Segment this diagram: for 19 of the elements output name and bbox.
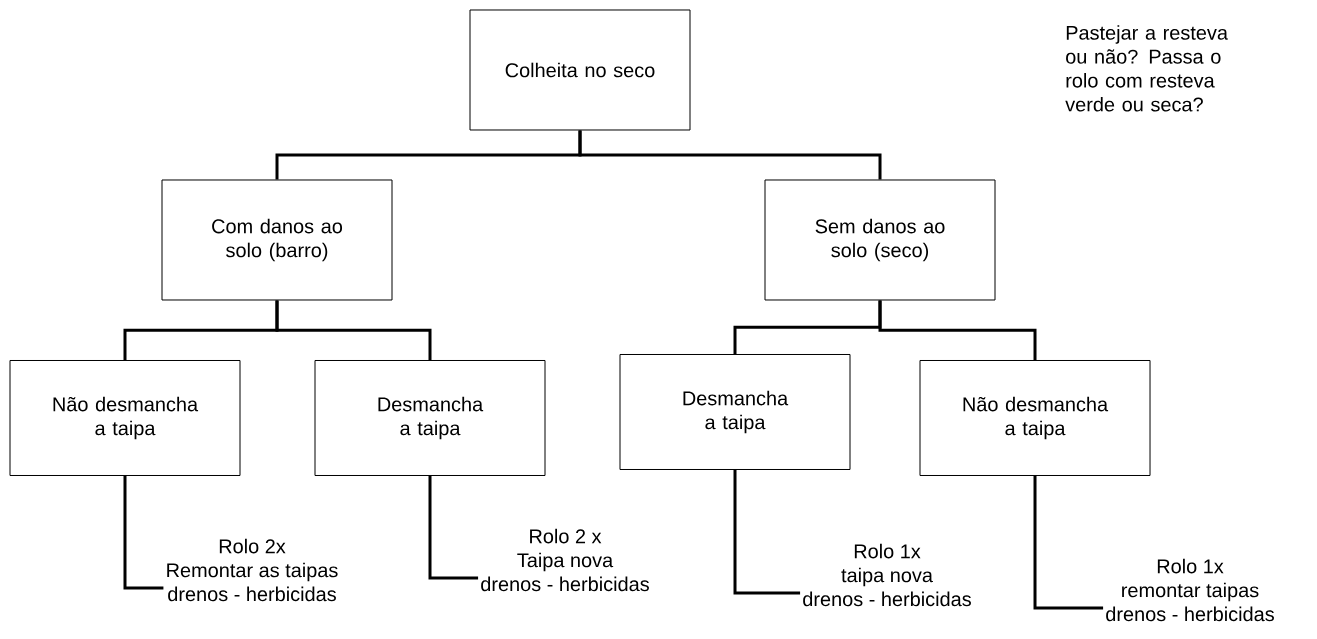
tree-connector xyxy=(275,300,432,360)
action-text: Rolo 1x remontar taipas drenos - herbicidas xyxy=(1106,558,1274,622)
process-box: Desmancha a taipa xyxy=(619,354,851,470)
process-box: Colheita no seco xyxy=(469,9,691,131)
tree-connector xyxy=(578,130,882,180)
connector-line xyxy=(733,470,801,595)
note-text: Pastejar a resteva ou não? Passa o rolo com resteva verde ou seca? xyxy=(1065,25,1228,112)
process-box: Não desmancha a taipa xyxy=(9,360,241,476)
action-text: Rolo 2 x Taipa nova drenos - herbicidas xyxy=(481,528,649,592)
action-text: Rolo 2x Remontar as taipas drenos - herbicidas xyxy=(167,538,338,602)
connector-line xyxy=(1033,476,1104,610)
action-text: Rolo 1x taipa nova drenos - herbicidas xyxy=(803,543,971,607)
tree-connector xyxy=(878,300,1037,360)
process-box: Não desmancha a taipa xyxy=(919,360,1151,476)
connector-line xyxy=(123,476,164,590)
connector-line xyxy=(428,476,479,580)
process-box: Sem danos ao solo (seco) xyxy=(764,179,996,301)
process-box: Desmancha a taipa xyxy=(314,360,546,476)
process-box: Com danos ao solo (barro) xyxy=(161,179,393,301)
